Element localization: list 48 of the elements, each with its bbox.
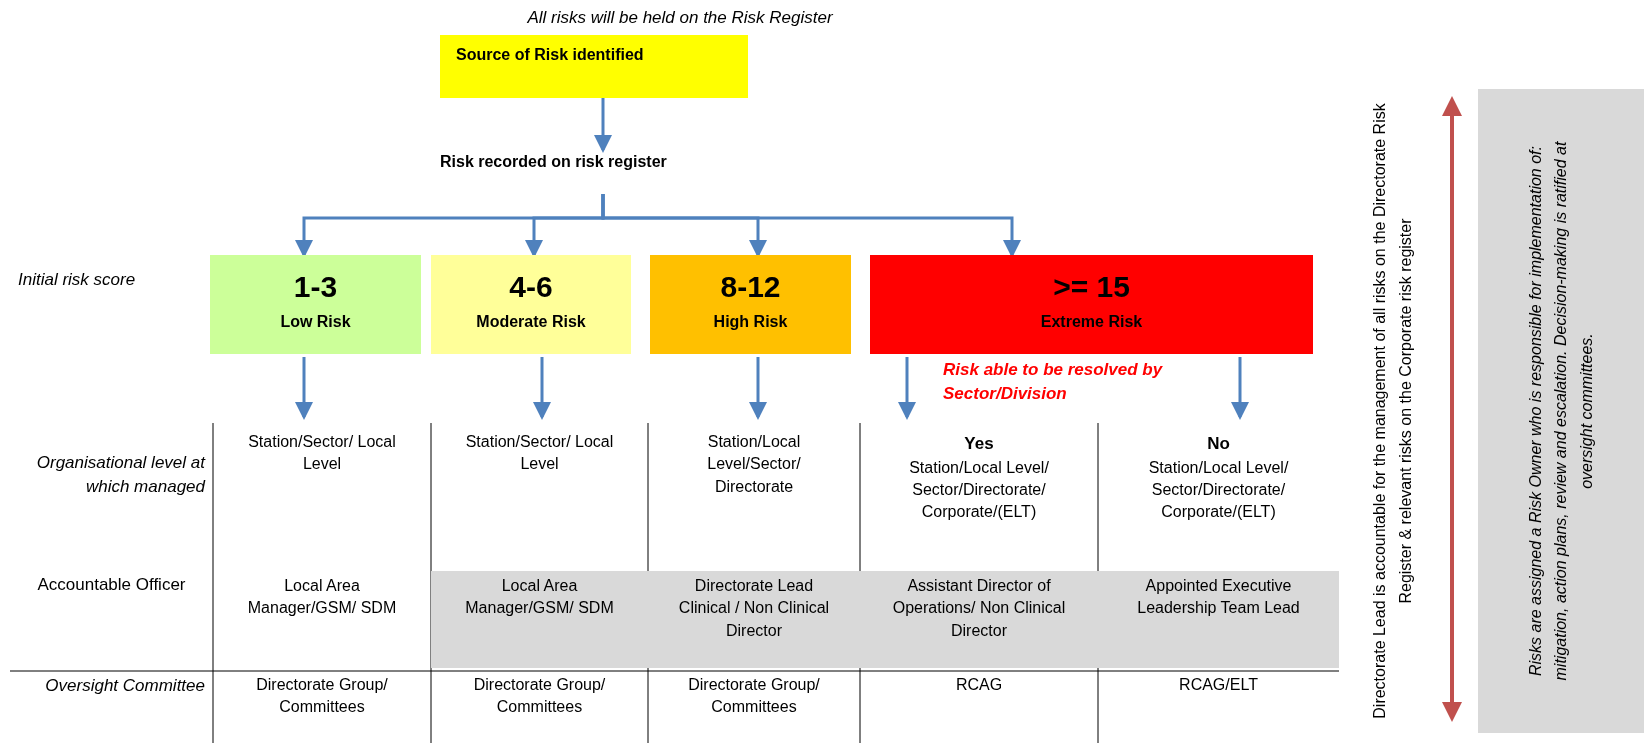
row-label: Organisational level at which managed	[35, 452, 205, 498]
arrow	[295, 357, 313, 420]
table-cell: Appointed Executive Leadership Team Lead	[1098, 571, 1339, 668]
arrow	[533, 357, 551, 420]
score-box	[210, 255, 421, 354]
arrow	[594, 98, 612, 153]
arrow	[898, 357, 916, 420]
box-text: Source of Risk identified	[456, 45, 645, 65]
score-box	[650, 255, 851, 354]
condition-note: Risk able to be resolved by Sector/Division	[943, 359, 1164, 405]
column-heading: No	[1207, 433, 1230, 455]
cell-text: Station/Sector/ Local Level	[464, 432, 615, 475]
score-range: 1-3	[293, 269, 338, 305]
score-box	[431, 255, 631, 354]
table-cell: Directorate Lead Clinical / Non Clinical Director	[648, 571, 860, 668]
cell-text: Station/Sector/ Local Level	[247, 432, 397, 475]
score-range: >= 15	[1053, 269, 1130, 305]
cell-text: Station/Local Level/ Sector/Directorate/ Corporate/(ELT)	[1147, 457, 1290, 523]
score-range: 4-6	[509, 269, 553, 305]
process-box	[440, 35, 748, 98]
row-label: Initial risk score	[18, 269, 137, 291]
risk-level: Low Risk	[280, 312, 351, 332]
cell-text: Station/Local Level/ Sector/Directorate/ Corporate/(ELT)	[908, 457, 1050, 523]
step-text: Risk recorded on risk register	[440, 152, 668, 172]
arrow	[601, 194, 1021, 258]
table-cell-text: Local Area Manager/GSM/ SDM	[246, 576, 398, 619]
arrow	[749, 357, 767, 420]
arrow	[1231, 357, 1249, 420]
note-panel	[1478, 89, 1644, 733]
table-cell-text: RCAG/ELT	[1178, 675, 1259, 695]
row-label: Accountable Officer	[36, 574, 187, 596]
note-text: Risks are assigned a Risk Owner who is responsible for implementation of: mitigation, action plans, review and escalation. Decision-making is ratified at oversight committees.	[1525, 140, 1596, 683]
table-cell-text: Directorate Group/ Committees	[472, 675, 607, 718]
table-cell-text: Directorate Group/ Committees	[255, 675, 389, 718]
accountability-text: Directorate Lead is accountable for the management of all risks on the Directorate Risk Register & relevant risks on the Corporate risk register	[1370, 102, 1415, 721]
table-cell-text: RCAG	[954, 675, 1004, 695]
score-range: 8-12	[720, 269, 781, 305]
row-label: All risks will be held on the Risk Register	[526, 7, 834, 29]
row-label: Oversight Committee	[44, 675, 205, 697]
risk-level: High Risk	[713, 312, 788, 332]
table-cell: Local Area Manager/GSM/ SDM	[431, 571, 648, 668]
cell-text: Station/Local Level/Sector/ Directorate	[706, 432, 802, 497]
risk-level: Extreme Risk	[1040, 312, 1143, 332]
table-cell: Assistant Director of Operations/ Non Clinical Director	[860, 571, 1098, 668]
column-heading: Yes	[964, 433, 994, 455]
risk-level: Moderate Risk	[476, 312, 586, 332]
table-cell-text: Directorate Group/ Committees	[687, 675, 821, 718]
score-box	[870, 255, 1313, 354]
